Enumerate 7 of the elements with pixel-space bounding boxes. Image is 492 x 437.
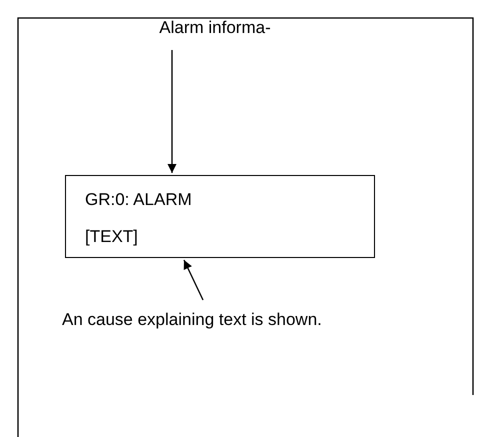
display-text: GR:0: ALARM <box>85 190 193 211</box>
display-box <box>65 175 375 258</box>
display-text: [TEXT] <box>85 227 139 248</box>
annotation-text: An cause explaining text is shown. <box>62 309 323 331</box>
arrow <box>168 50 176 173</box>
arrow <box>183 260 204 300</box>
annotation-text: Alarm informa- <box>158 17 272 39</box>
